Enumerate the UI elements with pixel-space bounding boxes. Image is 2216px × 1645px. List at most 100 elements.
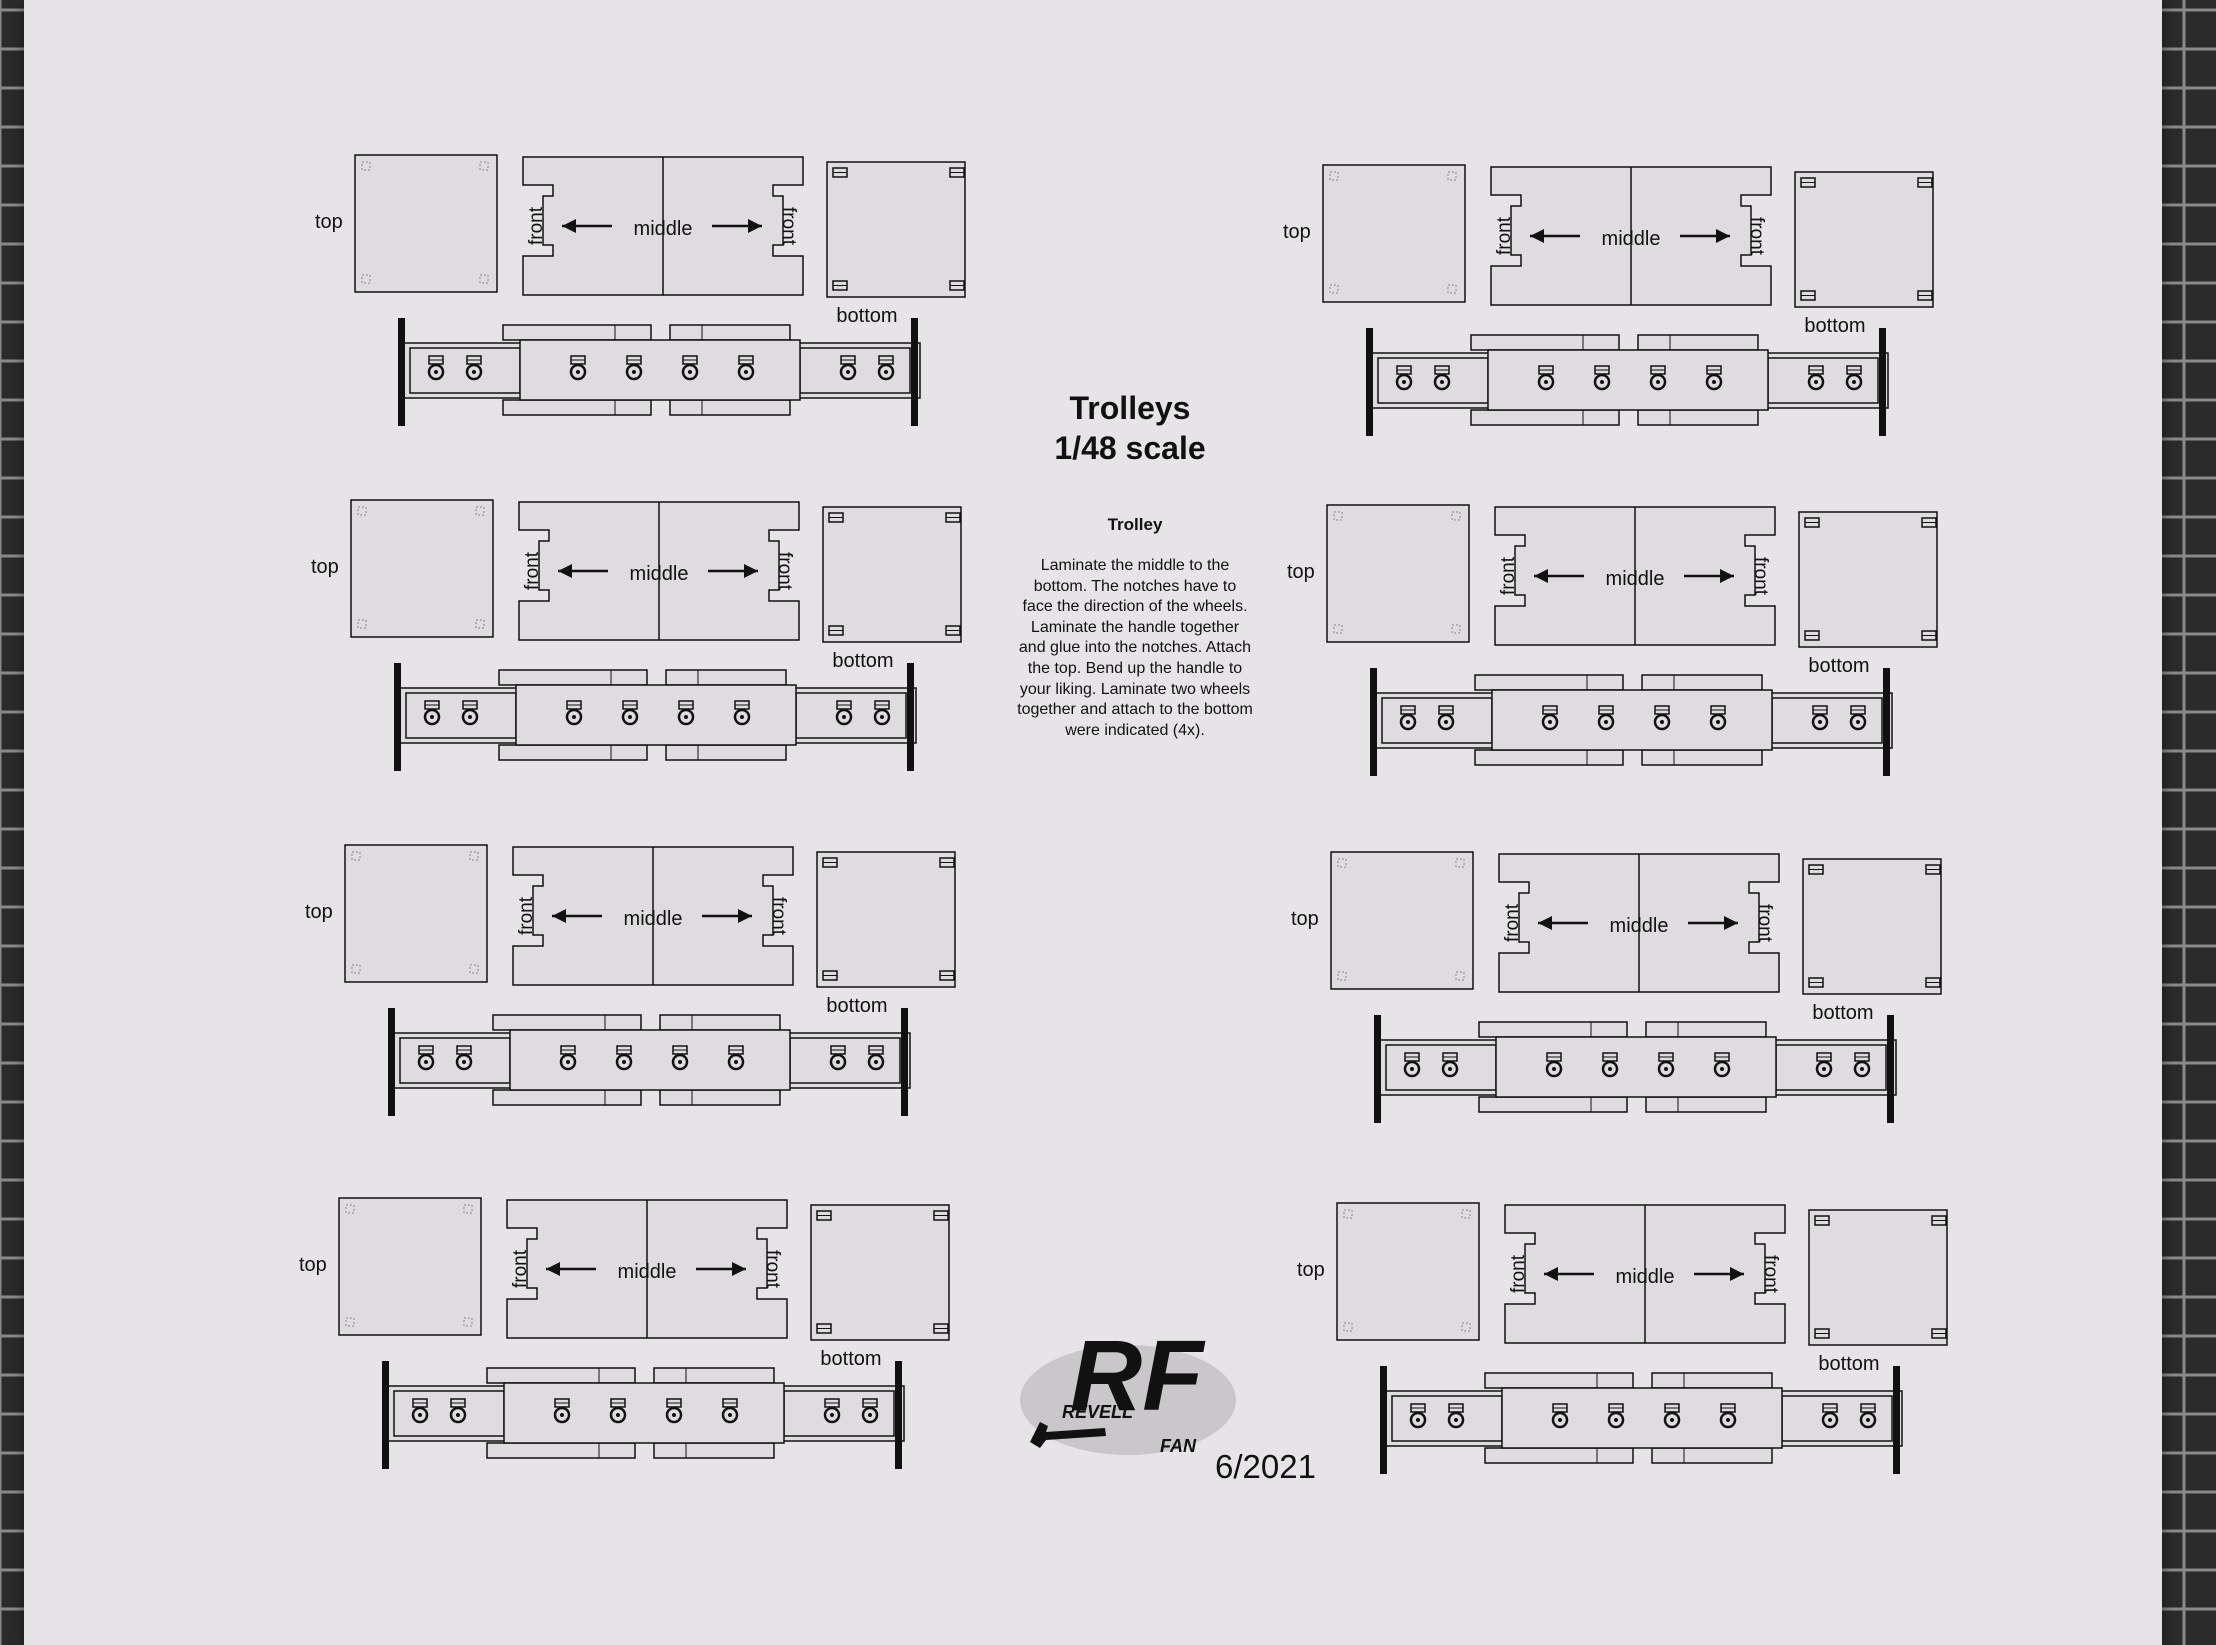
wheel-circle — [677, 708, 695, 726]
handle-assembly — [1370, 668, 1893, 776]
top-corner-mark — [361, 274, 371, 284]
top-label: top — [1297, 1259, 1325, 1281]
top-label: top — [1283, 221, 1311, 243]
top-corner-mark — [351, 964, 361, 974]
wheel-hub — [1866, 1418, 1870, 1422]
corner-mark — [945, 512, 961, 523]
wheel-circle — [1853, 1060, 1871, 1078]
wheel-part — [1709, 705, 1727, 731]
wheel-part — [553, 1398, 571, 1424]
wheel-part — [461, 700, 479, 726]
bottom-label: bottom — [820, 1348, 881, 1370]
wheel-hub — [1814, 380, 1818, 384]
top-corner-mark — [469, 964, 479, 974]
top-corner-mark — [1451, 624, 1461, 634]
handle-bar-piece — [498, 669, 648, 686]
wheel-hub — [1440, 380, 1444, 384]
wheel-part — [1815, 1052, 1833, 1078]
bottom-label: bottom — [1808, 655, 1869, 677]
wheel-hub — [430, 715, 434, 719]
sheet-title: Trolleys — [1069, 390, 1191, 426]
wheel-hub — [1852, 380, 1856, 384]
handle-bar-piece — [665, 744, 787, 761]
bottom-label: bottom — [1804, 315, 1865, 337]
bottom-part — [816, 851, 956, 988]
wheel-part — [733, 700, 751, 726]
wheel-circle — [1815, 1060, 1833, 1078]
wheel-hub — [672, 1413, 676, 1417]
front-label-left: front — [516, 896, 537, 935]
wheel-part — [1541, 705, 1559, 731]
wheel-circle — [621, 708, 639, 726]
corner-mark — [1808, 977, 1824, 988]
top-part — [1326, 504, 1470, 643]
top-corner-mark — [1451, 511, 1461, 521]
bottom-part — [1808, 1209, 1948, 1346]
front-label-right: front — [1750, 557, 1771, 596]
top-corner-mark — [351, 851, 361, 861]
wheel-part — [1853, 1052, 1871, 1078]
handle-bar-piece — [1637, 334, 1759, 351]
front-label-left: front — [510, 1249, 531, 1288]
handle-bar-piece — [659, 1089, 781, 1106]
left-arrow-icon — [552, 909, 602, 923]
wheel-circle — [465, 363, 483, 381]
wheel-hub — [688, 370, 692, 374]
corner-mark — [1917, 177, 1933, 188]
wheel-part — [1551, 1403, 1569, 1429]
handle-bar-piece — [669, 399, 791, 416]
wheel-hub — [836, 1060, 840, 1064]
right-arrow-icon — [712, 219, 762, 233]
handle-bar-piece — [486, 1442, 636, 1459]
wheel-part — [721, 1398, 739, 1424]
wheel-hub — [842, 715, 846, 719]
wheel-hub — [1726, 1418, 1730, 1422]
wheel-circle — [1713, 1060, 1731, 1078]
corner-mark — [1925, 977, 1941, 988]
top-part — [1322, 164, 1466, 303]
arrow-head — [558, 564, 572, 578]
wheel-circle — [455, 1053, 473, 1071]
wheel-part — [1403, 1052, 1421, 1078]
handle-bar-piece — [659, 1014, 781, 1031]
wheel-part — [1607, 1403, 1625, 1429]
corner-mark — [933, 1323, 949, 1334]
left-arrow-icon — [558, 564, 608, 578]
wheel-circle — [1657, 1060, 1675, 1078]
wheel-part — [1807, 365, 1825, 391]
top-part — [1336, 1202, 1480, 1341]
handle-bar-piece — [1474, 674, 1624, 691]
wheel-circle — [1541, 713, 1559, 731]
wheel-hub — [684, 715, 688, 719]
corner-mark — [816, 1323, 832, 1334]
wheel-part — [1601, 1052, 1619, 1078]
handle-bar-piece — [1645, 1096, 1767, 1113]
wheel-hub — [1454, 1418, 1458, 1422]
wheel-circle — [1821, 1411, 1839, 1429]
wheel-circle — [565, 708, 583, 726]
revell-fan-logo: RF REVELL FAN — [1020, 1320, 1236, 1456]
wheel-hub — [566, 1060, 570, 1064]
instructions-text: Laminate the middle to the bottom. The n… — [1017, 557, 1253, 739]
wheel-part — [1859, 1403, 1877, 1429]
bottom-part — [1802, 858, 1942, 995]
front-label-left: front — [1508, 1254, 1529, 1293]
handle-post-left — [382, 1361, 389, 1469]
top-corner-mark — [1447, 171, 1457, 181]
wheel-part — [569, 355, 587, 381]
wheel-part — [877, 355, 895, 381]
wheel-circle — [737, 363, 755, 381]
corner-mark — [1931, 1215, 1947, 1226]
bottom-label: bottom — [826, 995, 887, 1017]
top-corner-mark — [463, 1204, 473, 1214]
arrow-head — [1538, 916, 1552, 930]
wheel-circle — [1537, 373, 1555, 391]
wheel-part — [1545, 1052, 1563, 1078]
brush-icon — [1030, 1422, 1106, 1448]
handle-post-right — [911, 318, 918, 426]
wheel-circle — [569, 363, 587, 381]
wheel-part — [727, 1045, 745, 1071]
